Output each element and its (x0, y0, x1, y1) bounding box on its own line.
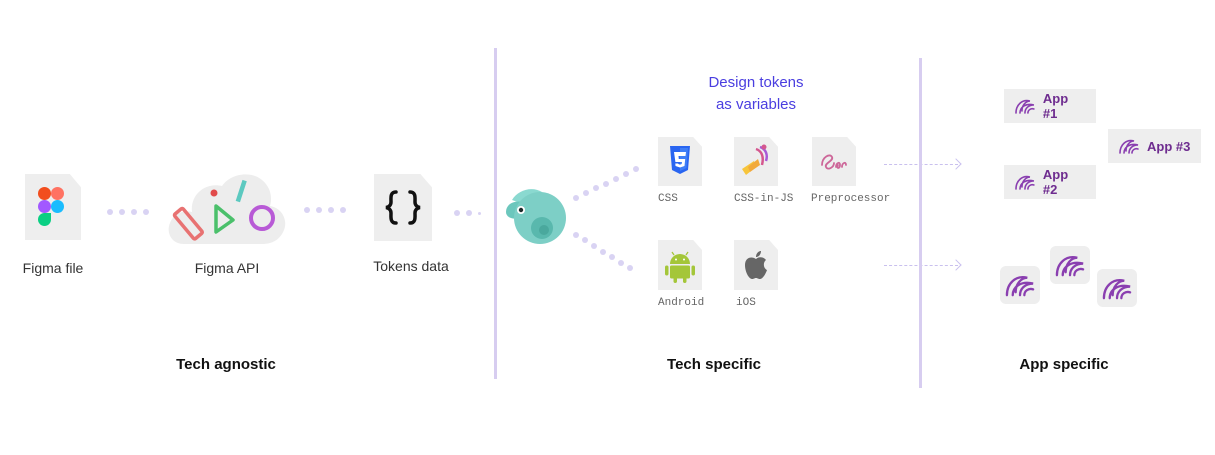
design-tokens-title-line1: Design tokens (708, 74, 804, 91)
app-logo-icon (1119, 139, 1139, 154)
connector-dots (454, 210, 481, 216)
css-document (658, 137, 702, 186)
app-3-label: App #3 (1147, 138, 1191, 154)
css-in-js-label: CSS-in-JS (734, 193, 794, 205)
app-logo-icon (1015, 99, 1035, 114)
connector-dots-diagonal (573, 166, 639, 271)
android-label: Android (658, 297, 705, 309)
curly-braces-icon (385, 190, 421, 225)
section-label-tech-specific: Tech specific (667, 356, 761, 373)
app-2-label: App #2 (1042, 167, 1069, 197)
app-logo-icon (1005, 276, 1035, 297)
section-label-app-specific: App specific (1019, 356, 1109, 373)
android-icon (665, 251, 695, 283)
ios-label: iOS (736, 297, 756, 309)
css3-icon (670, 146, 690, 174)
app-logo-icon (1102, 279, 1132, 300)
mobile-app-tile (1050, 246, 1090, 284)
ios-document (734, 240, 778, 290)
tokens-data-document (374, 174, 432, 241)
figma-api-label: Figma API (194, 260, 260, 276)
arrowhead-icon (950, 259, 962, 271)
apple-icon (745, 251, 767, 279)
android-document (658, 240, 702, 290)
section-divider (919, 58, 922, 388)
app-logo-icon (1055, 256, 1085, 277)
app-1-label: App #1 (1042, 91, 1069, 121)
sass-icon (821, 154, 847, 170)
app-1-badge: App #1 (1004, 89, 1096, 123)
app-3-badge: App #3 (1108, 129, 1201, 163)
chameleon-icon (506, 189, 566, 244)
app-logo-icon (1015, 175, 1035, 190)
figma-api-cloud-icon (168, 174, 286, 244)
figma-file-label: Figma file (22, 260, 84, 276)
css-in-js-document (734, 137, 778, 186)
connector-dots (107, 209, 149, 215)
preprocessor-label: Preprocessor (811, 193, 891, 205)
tokens-data-label: Tokens data (373, 258, 449, 274)
mobile-app-tile (1097, 269, 1137, 307)
preprocessor-document (812, 137, 856, 186)
css-in-js-icon (742, 144, 768, 175)
connector-dots (304, 207, 346, 213)
figma-logo-icon (38, 187, 64, 226)
section-label-tech-agnostic: Tech agnostic (176, 356, 276, 373)
section-divider (494, 48, 497, 379)
arrowhead-icon (950, 158, 962, 170)
app-2-badge: App #2 (1004, 165, 1096, 199)
css-label: CSS (658, 193, 678, 205)
design-tokens-title-line2: as variables (715, 96, 797, 113)
mobile-app-tile (1000, 266, 1040, 304)
design-tokens-title: Design tokens as variables (690, 72, 822, 116)
figma-file-document (25, 174, 81, 240)
